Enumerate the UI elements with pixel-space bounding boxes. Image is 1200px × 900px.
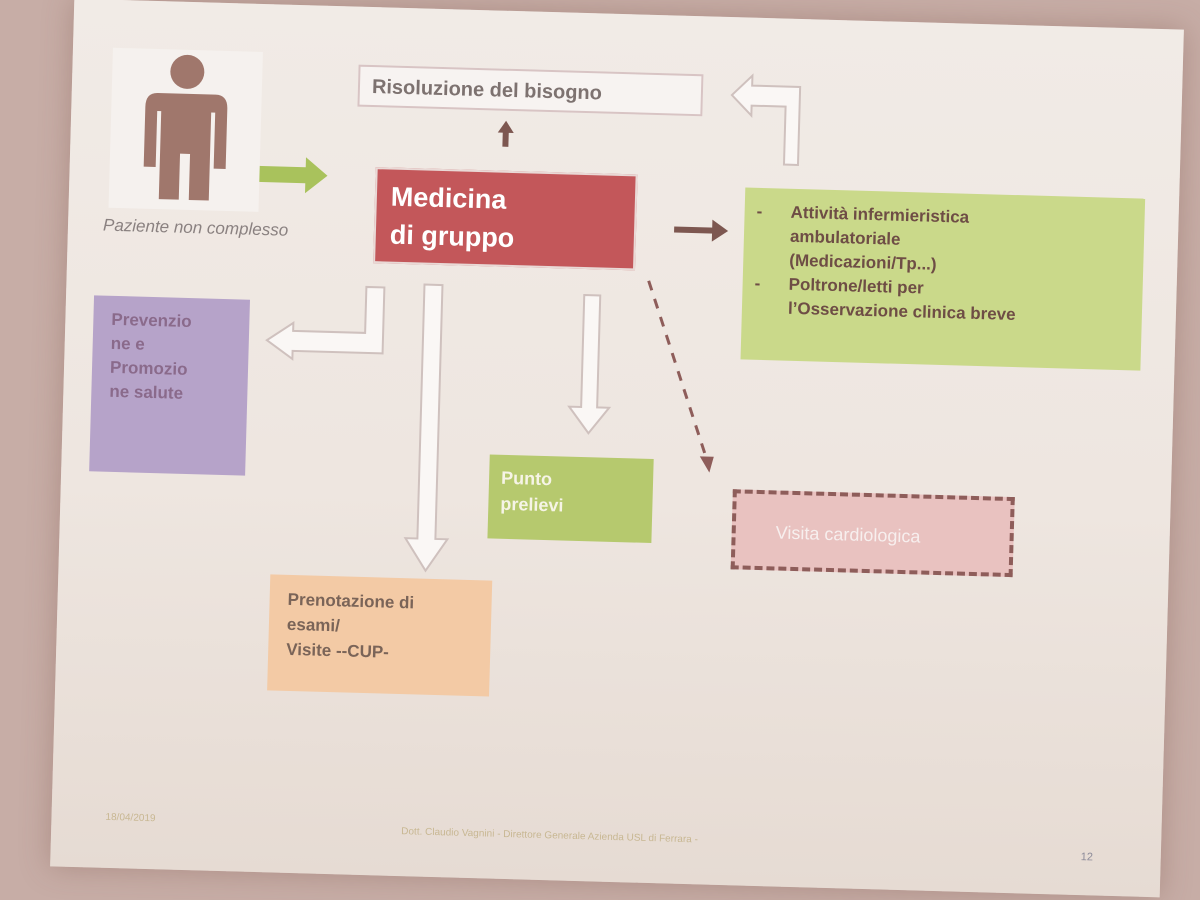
punto-prelievi-box: Punto prelievi <box>487 454 654 543</box>
prevenzione-line: ne salute <box>109 381 184 403</box>
person-icon <box>108 47 263 212</box>
bullet-dash: - <box>756 201 763 221</box>
medicina-to-prevenzione-arrow <box>265 285 386 361</box>
bullet-dash: - <box>754 273 761 293</box>
attivita-item: - Poltrone/letti per l’Osservazione clin… <box>754 272 1133 331</box>
attivita-item: - Attività infermieristica ambulatoriale… <box>755 200 1135 283</box>
medicina-di-gruppo-box: Medicina di gruppo <box>373 167 638 271</box>
page-number: 12 <box>1080 851 1094 864</box>
connector-layer <box>257 73 802 573</box>
medicina-to-visita-arrow <box>647 280 714 473</box>
punto-line: prelievi <box>500 493 564 516</box>
visita-cardiologica-box: Visita cardiologica <box>730 489 1015 578</box>
medicina-to-attivita-arrow <box>674 219 729 242</box>
footer-date: 18/04/2019 <box>105 811 156 825</box>
prenotazione-box: Prenotazione di esami/ Visite --CUP- <box>267 574 493 697</box>
attivita-to-risoluzione-arrow <box>730 73 802 166</box>
prenotazione-line: Visite --CUP- <box>285 639 390 662</box>
patient-to-medicina-arrow <box>257 157 328 194</box>
attivita-item-line: l’Osservazione clinica breve <box>787 298 1016 325</box>
presentation-slide: Paziente non complesso Risoluzione del b… <box>50 0 1184 898</box>
person-silhouette <box>143 54 228 201</box>
medicina-to-risoluzione-arrow <box>497 120 514 147</box>
attivita-infermieristica-box: - Attività infermieristica ambulatoriale… <box>740 187 1146 371</box>
prevenzione-box: Prevenzio ne e Promozio ne salute <box>89 295 250 476</box>
medicina-to-prenotazione-arrow <box>403 283 450 573</box>
medicina-title-line-2: di gruppo <box>389 219 515 254</box>
medicina-to-punto-arrow <box>567 293 612 435</box>
